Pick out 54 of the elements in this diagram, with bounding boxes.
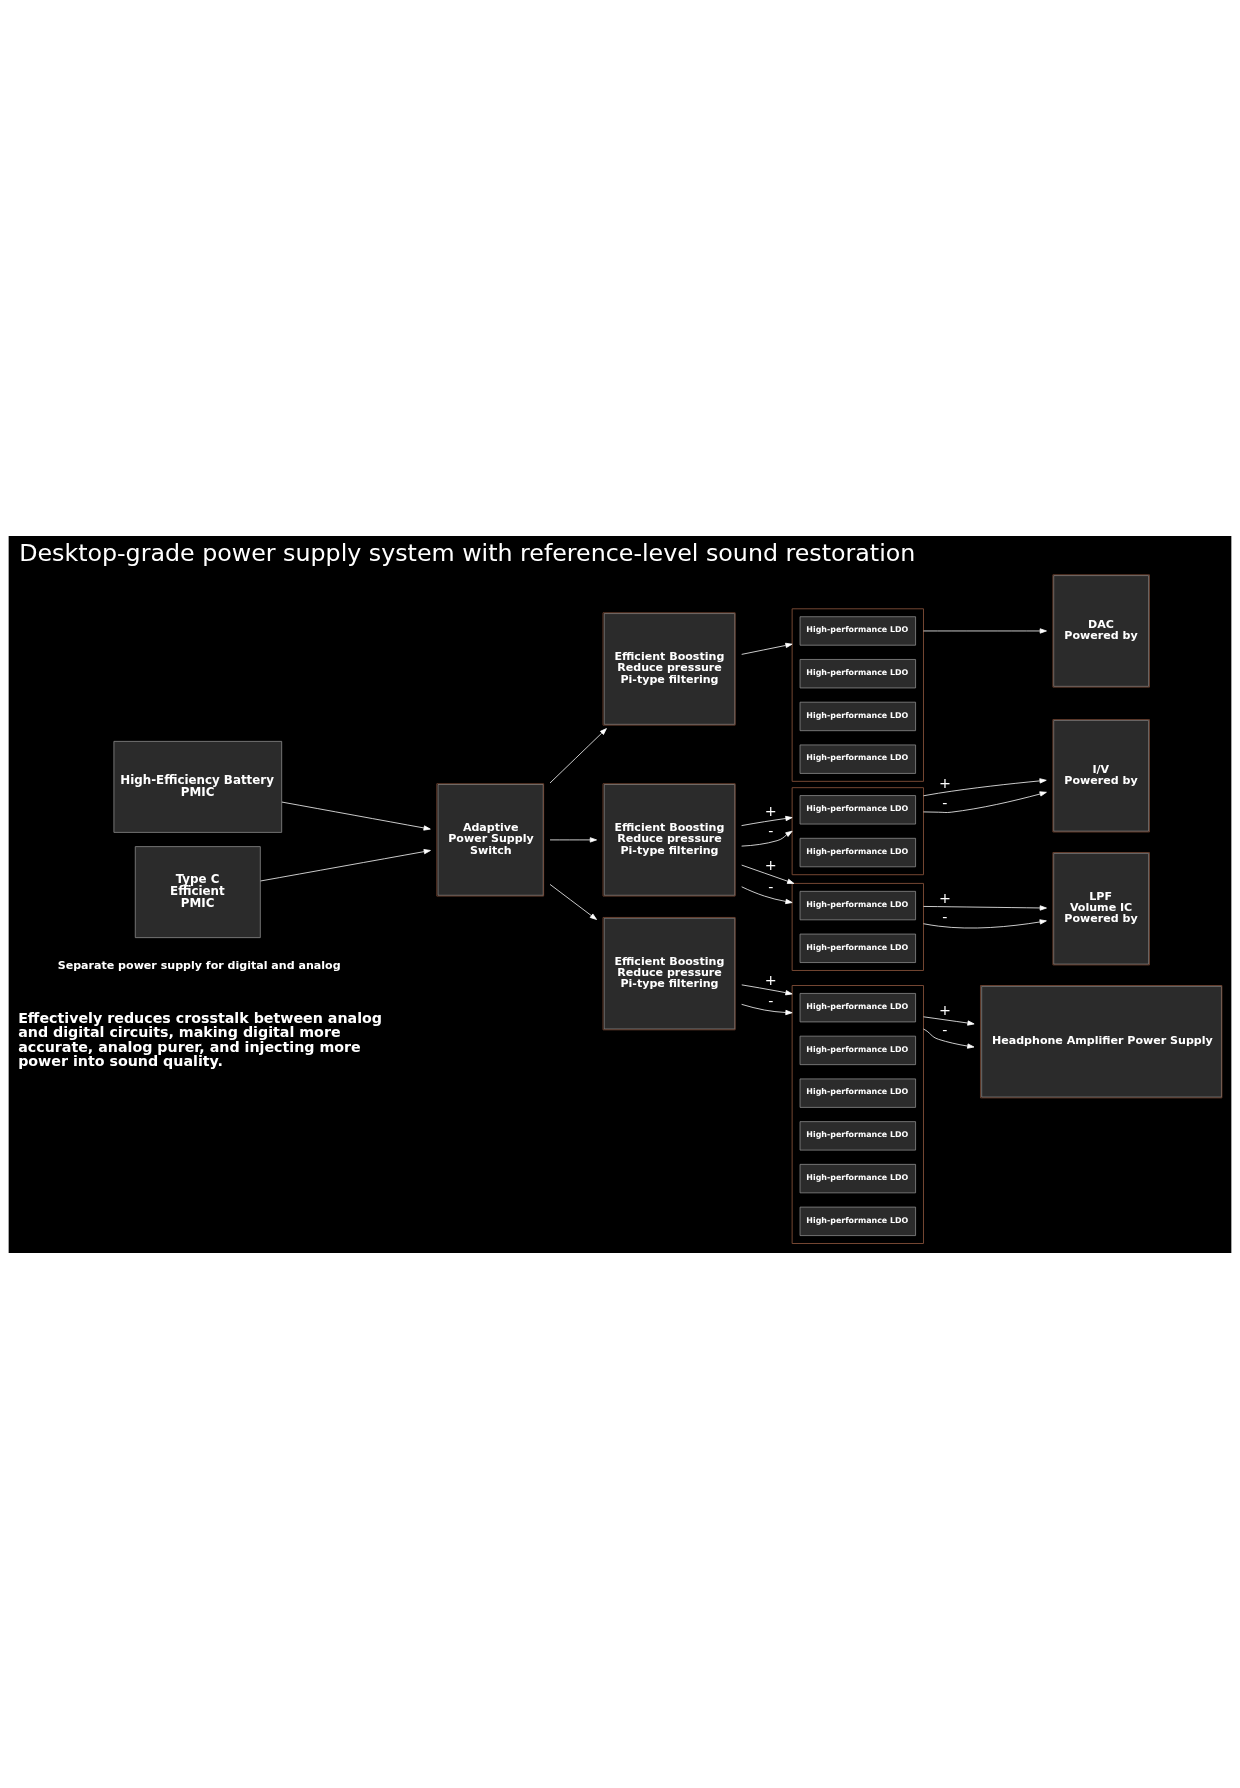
node-box: High-performance LDO — [799, 1206, 916, 1236]
arrow — [549, 836, 597, 842]
node-box: High-performance LDO — [799, 1078, 916, 1108]
arrow — [923, 1028, 975, 1049]
arrow — [741, 1003, 793, 1015]
arrow — [923, 918, 1047, 928]
arrow — [741, 885, 793, 904]
arrow — [923, 627, 1047, 634]
arrow — [741, 983, 793, 995]
node-box: High-performance LDO — [799, 890, 916, 920]
edge-label: + — [764, 856, 777, 873]
arrow — [741, 830, 793, 846]
arrow — [741, 815, 793, 826]
node-box: High-performance LDO — [799, 933, 916, 963]
edge-label: - — [768, 878, 774, 895]
node-box: High-Efficiency Battery PMIC — [113, 740, 283, 833]
node-box: High-performance LDO — [799, 1163, 916, 1193]
node-box: High-performance LDO — [799, 794, 916, 824]
diagram-title: Desktop-grade power supply system with reference-level sound restoration — [19, 538, 916, 567]
cluster — [791, 607, 924, 782]
node-box: High-performance LDO — [799, 744, 916, 774]
edge-label: + — [764, 802, 777, 819]
edge-label: - — [768, 992, 774, 1009]
arrow — [260, 848, 431, 881]
arrow — [549, 727, 607, 783]
arrow — [923, 790, 1047, 813]
cluster — [791, 984, 924, 1244]
edge-label: + — [938, 889, 951, 906]
arrow — [549, 883, 597, 920]
node-box: High-performance LDO — [799, 1035, 916, 1065]
node-box: High-performance LDO — [799, 658, 916, 688]
arrow — [923, 777, 1047, 796]
arrow — [281, 801, 431, 831]
label: Separate power supply for digital and analog — [57, 958, 341, 972]
edge-label: - — [942, 794, 948, 811]
edge-label: - — [942, 908, 948, 925]
arrow — [741, 642, 793, 655]
edge-label: - — [768, 822, 774, 839]
edge-label: + — [938, 1001, 951, 1018]
node-box: High-performance LDO — [799, 615, 916, 646]
label: Effectively reduces crosstalk between analog and digital circuits, making digital more accurate, analog purer, and injecting more power into sound quality. — [18, 1009, 383, 1069]
node-box: High-performance LDO — [799, 1120, 916, 1150]
edge-label: + — [764, 971, 777, 988]
arrow — [923, 1015, 975, 1026]
arrow — [923, 904, 1047, 911]
node-box: High-performance LDO — [799, 701, 916, 731]
node-box: Type C Efficient PMIC — [134, 845, 261, 938]
edge-label: + — [938, 774, 951, 791]
node-box: High-performance LDO — [799, 837, 916, 867]
cluster — [791, 882, 924, 971]
edge-label: - — [942, 1021, 948, 1038]
cluster — [791, 786, 924, 875]
node-box: High-performance LDO — [799, 992, 916, 1022]
arrow — [741, 864, 795, 884]
